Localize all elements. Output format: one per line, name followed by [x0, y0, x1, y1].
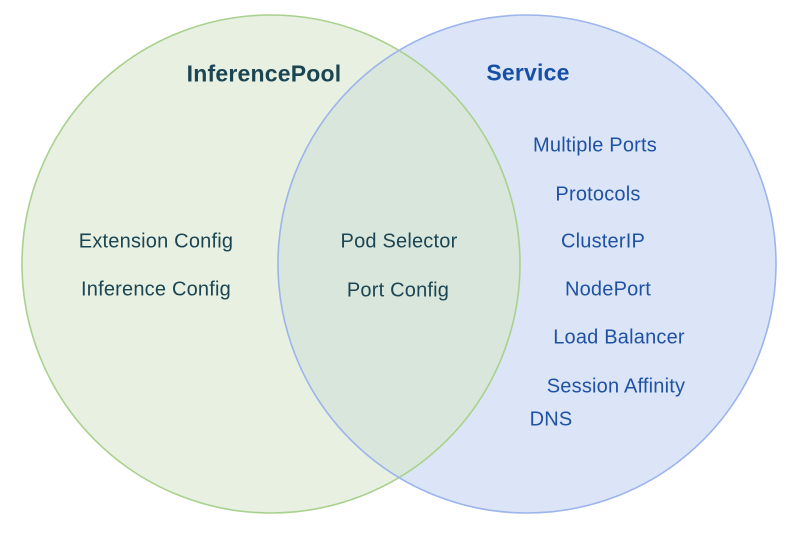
left-item: Extension Config: [78, 230, 234, 253]
right-set-title: Service: [486, 59, 570, 86]
intersection-item: Pod Selector: [340, 230, 458, 253]
right-item: Session Affinity: [546, 375, 686, 398]
right-circle-outline: [277, 14, 777, 514]
right-item: NodePort: [564, 278, 652, 301]
right-item: DNS: [529, 408, 573, 431]
right-item: Load Balancer: [553, 326, 685, 349]
right-item: Multiple Ports: [533, 134, 657, 157]
left-set-title: InferencePool: [186, 60, 342, 87]
right-item: ClusterIP: [560, 230, 646, 253]
right-item: Protocols: [555, 183, 641, 206]
left-item: Inference Config: [81, 278, 231, 301]
overlap-lens-fill: [277, 50, 521, 478]
left-circle-outline: [21, 14, 521, 514]
intersection-item: Port Config: [346, 279, 450, 302]
